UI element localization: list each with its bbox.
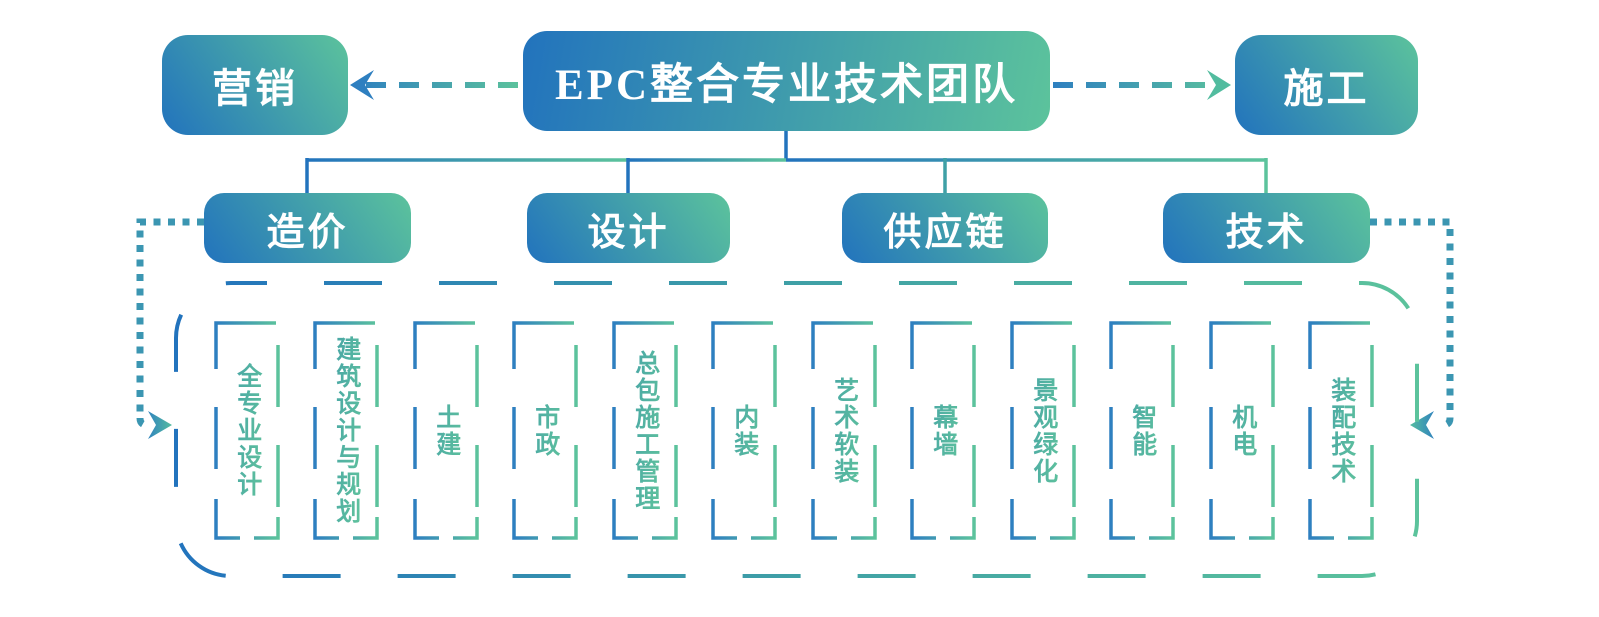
specialty-item: 总包施工管理: [614, 323, 676, 538]
specialty-item: 艺术软装: [813, 323, 875, 538]
node-cost: 造价: [204, 193, 411, 263]
specialty-item: 市政: [514, 323, 576, 538]
specialties-container-border: [174, 281, 1419, 578]
specialty-item: 内装: [713, 323, 775, 538]
arrow-head-left-icon: [1410, 411, 1434, 439]
arrow-head-right-icon: [148, 411, 172, 439]
node-supply-chain: 供应链: [842, 193, 1048, 263]
dotted-path-left: [136, 218, 204, 439]
specialty-item-borders: [214, 321, 1374, 540]
arrow-head-right-icon: [1207, 70, 1231, 100]
specialty-item: 土建: [415, 323, 477, 538]
branch-tree-connector: [305, 130, 1268, 193]
specialty-item: 景观绿化: [1012, 323, 1074, 538]
node-technology: 技术: [1163, 193, 1370, 263]
dotted-path-right: [1370, 218, 1454, 439]
dashed-arrow-to-construction: [1053, 70, 1231, 100]
specialty-item: 机电: [1211, 323, 1273, 538]
dashed-arrow-to-marketing: [350, 70, 521, 100]
node-marketing: 营销: [162, 35, 348, 135]
node-construction: 施工: [1235, 35, 1418, 135]
specialty-item: 智能: [1111, 323, 1173, 538]
specialty-item: 建筑设计与规划: [315, 323, 377, 538]
specialty-item: 装配技术: [1310, 323, 1372, 538]
node-epc-team: EPC整合专业技术团队: [523, 31, 1050, 131]
arrow-head-left-icon: [350, 70, 374, 100]
specialty-item: 全专业设计: [216, 323, 278, 538]
specialty-item: 幕墙: [912, 323, 974, 538]
node-design: 设计: [527, 193, 730, 263]
